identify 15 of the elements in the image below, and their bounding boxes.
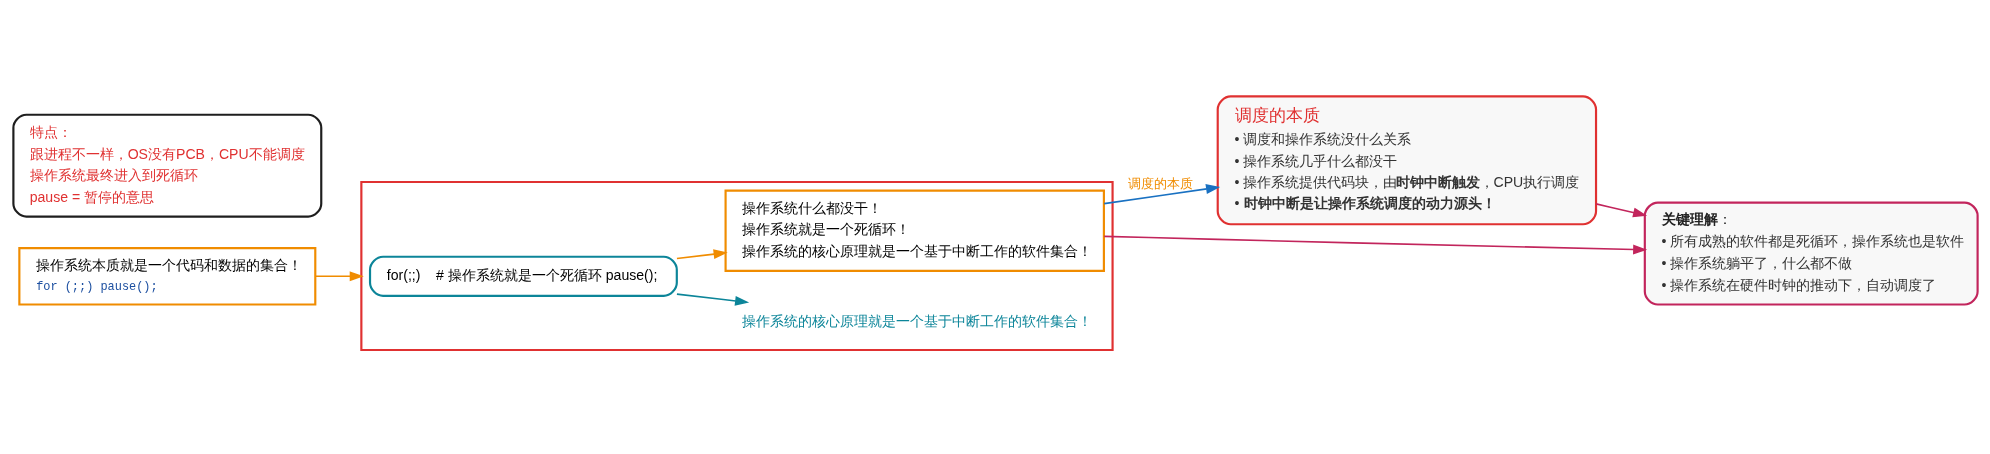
- arrow: [314, 270, 364, 281]
- arrow: [1594, 202, 1647, 217]
- node-text: 操作系统的核心原理就是一个基于中断工作的软件集合！: [741, 311, 1092, 328]
- arrow: [1102, 235, 1647, 254]
- arrow: [675, 292, 749, 306]
- arrow: [675, 248, 728, 259]
- cluster: [359, 180, 1114, 351]
- node-box: 调度的本质 • 调度和操作系统没什么关系 • 操作系统几乎什么都没干 • 操作系统提供代码块，由时钟中断触发，CPU执行调度 • 时钟中断是让操作系统调度的动力源头！: [1216, 94, 1597, 225]
- node-box: 关键理解： • 所有成熟的软件都是死循环，操作系统也是软件 • 操作系统躺平了，什么都不做 • 操作系统在硬件时钟的推动下，自动调度了: [1643, 201, 1979, 306]
- arrow: [1102, 183, 1220, 204]
- edge-label: 调度的本质: [1127, 175, 1193, 191]
- node-box: 特点： 跟进程不一样，OS没有PCB，CPU不能调度 操作系统最终进入到死循环 pause = 暂停的意思: [11, 113, 322, 218]
- node-box: for(;;) # 操作系统就是一个死循环 pause();: [368, 255, 678, 297]
- node-box: 操作系统什么都没干！ 操作系统就是一个死循环！ 操作系统的核心原理就是一个基于中断工作的软件集合！: [724, 189, 1105, 272]
- node-box: 操作系统本质就是一个代码和数据的集合！ for (;;) pause();: [17, 246, 316, 306]
